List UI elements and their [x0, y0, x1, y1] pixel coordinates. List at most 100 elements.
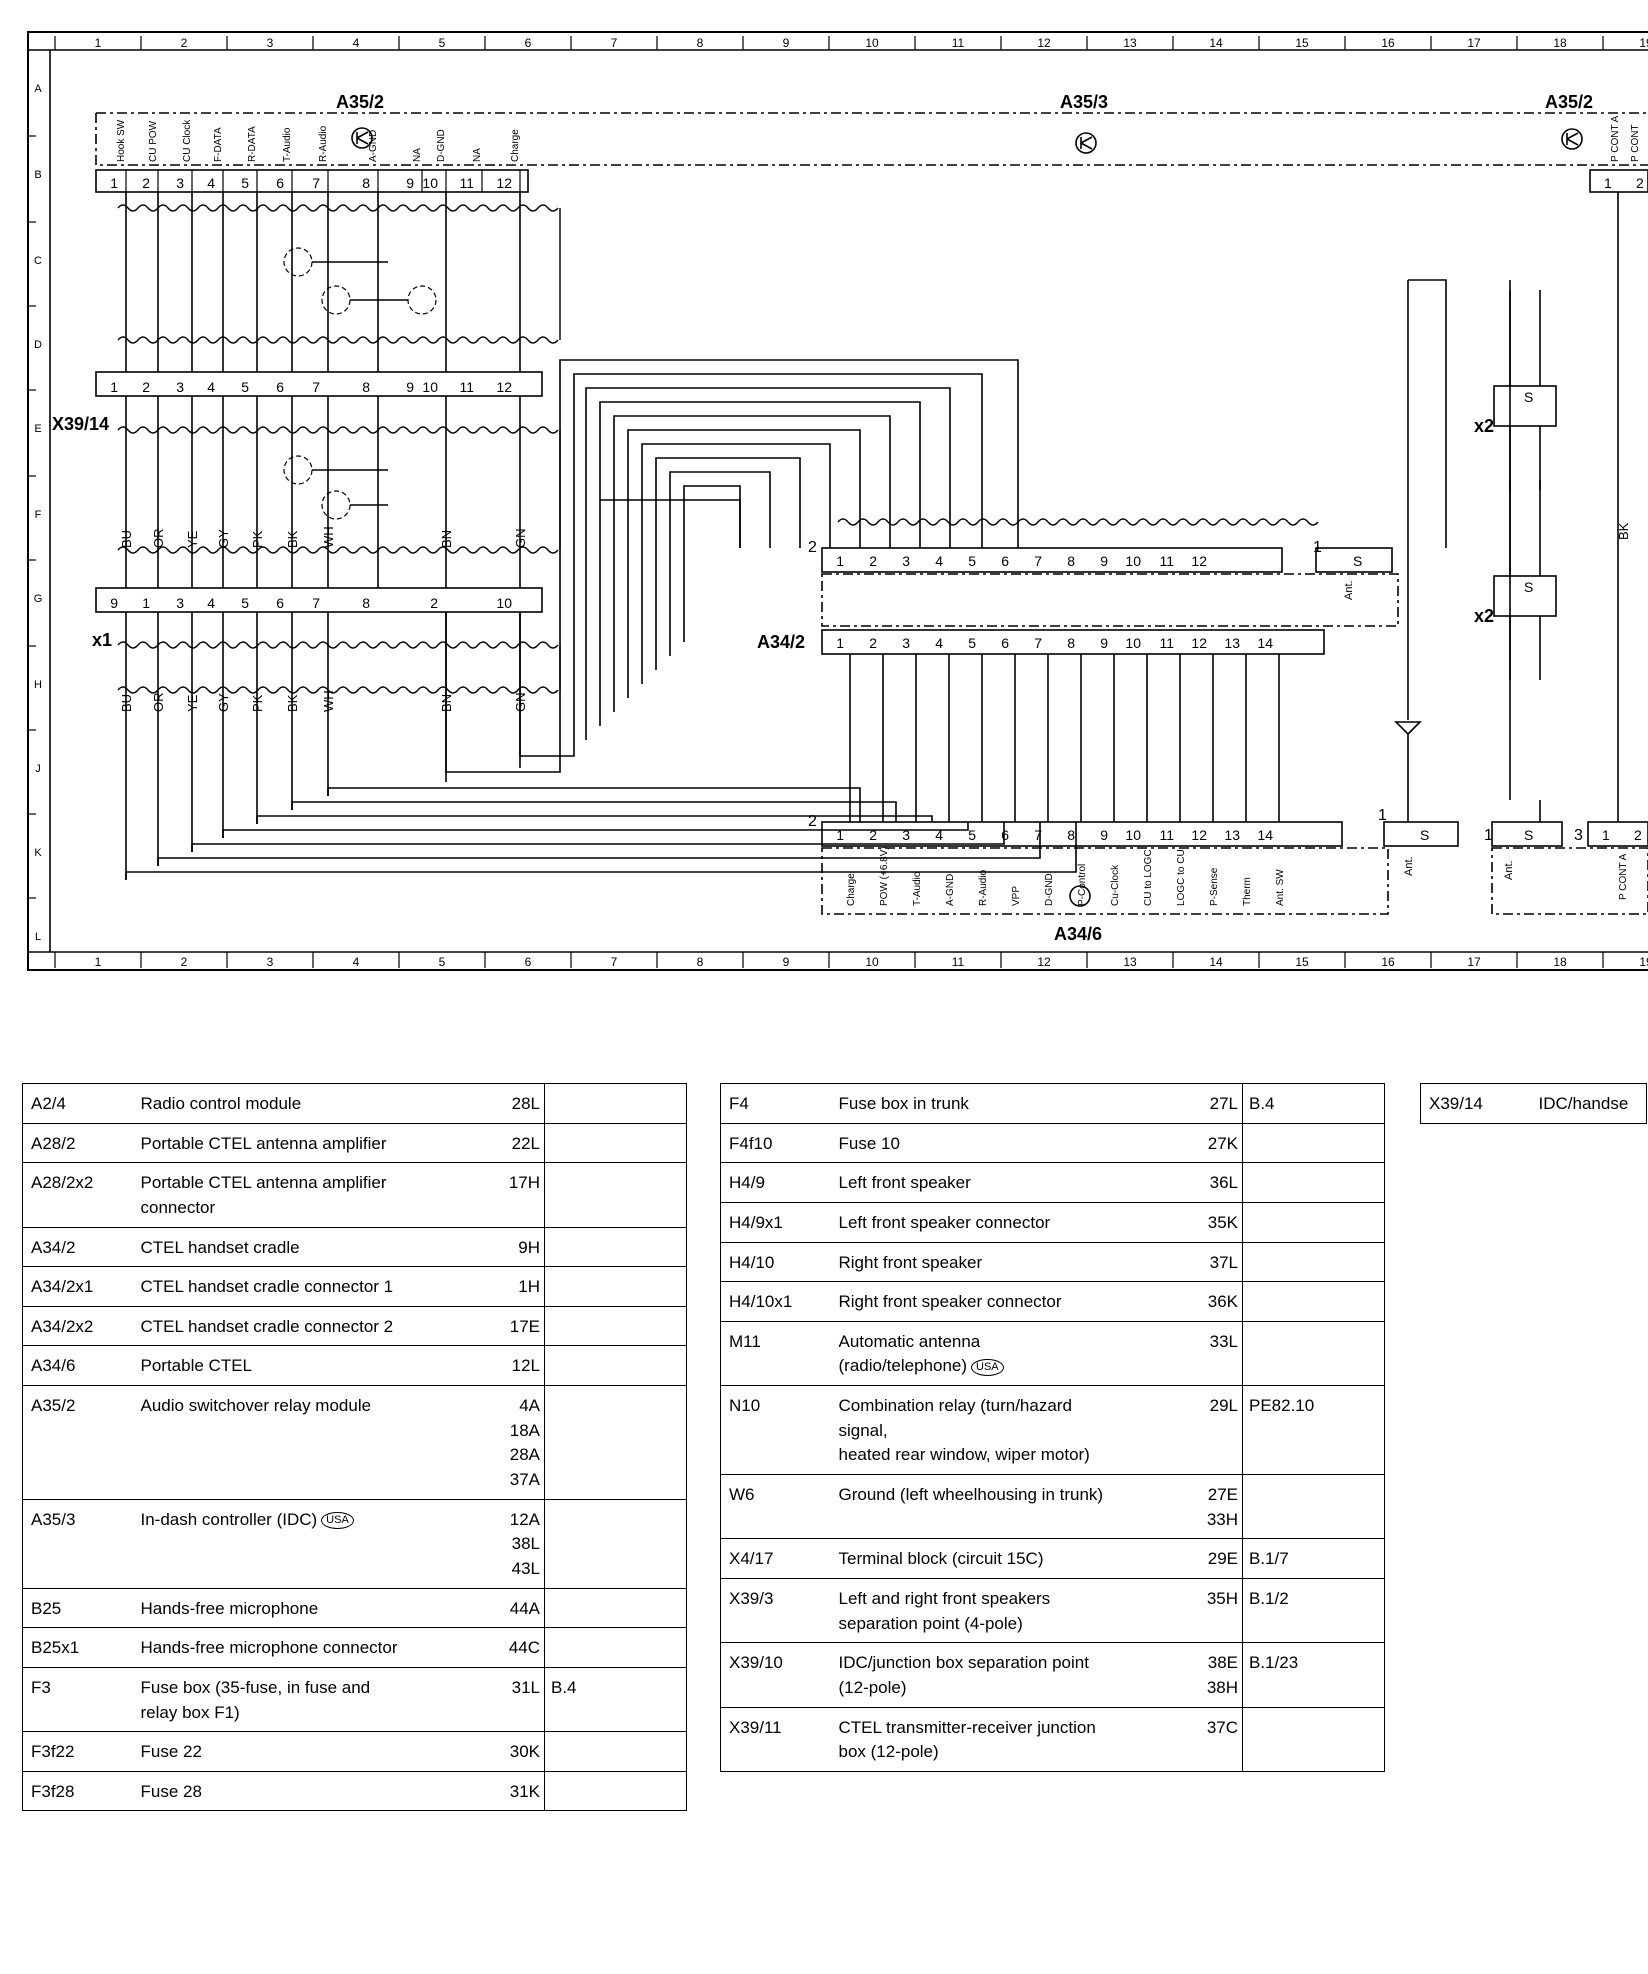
pin-number: 6: [1001, 553, 1009, 569]
legend-description-text: Right front speaker connector: [838, 1292, 1062, 1312]
grid-column-label: 7: [611, 36, 618, 50]
legend-location: 1H: [464, 1266, 545, 1307]
legend-location: 4A 18A 28A 37A: [464, 1385, 545, 1500]
pin-number: 2: [1636, 175, 1644, 191]
legend-description-text: Fuse box in trunk: [838, 1094, 969, 1113]
pin-number: 14: [1257, 827, 1273, 843]
legend-description-text: Radio control module: [140, 1094, 302, 1113]
shield-label: S: [1524, 579, 1533, 595]
wire-color-label: PK: [250, 530, 265, 548]
grid-column-label: 5: [439, 955, 446, 969]
pin-number: 3: [176, 379, 184, 395]
wire-color-label: WH: [321, 690, 336, 712]
legend-location: 9H: [464, 1226, 545, 1268]
legend-reference: B.1/23: [1242, 1642, 1385, 1708]
grid-column-label: 17: [1467, 36, 1481, 50]
pin-number: 11: [1159, 553, 1174, 569]
a35-2-pin-label: D-GND: [436, 129, 447, 162]
legend-description: CTEL handset cradle connector 2: [134, 1305, 465, 1347]
legend-description-text: Fuse box (35-fuse, in fuse and relay box…: [140, 1677, 371, 1722]
pin-number: 5: [968, 827, 976, 843]
grid-column-label: 8: [697, 36, 704, 50]
legend-description: Terminal block (circuit 15C): [832, 1538, 1173, 1579]
connector-number: 2: [808, 539, 817, 556]
legend-location: 44C: [464, 1627, 545, 1668]
component-label: x2: [1474, 416, 1494, 436]
pin-number: 7: [312, 175, 320, 191]
grid-column-label: 4: [353, 955, 360, 969]
legend-reference: [544, 1345, 687, 1387]
legend-reference: B.4: [544, 1666, 687, 1733]
grid-column-label: 14: [1209, 36, 1223, 50]
legend-reference: [1242, 1162, 1385, 1203]
pin-number: 5: [968, 635, 976, 651]
legend-location: 29E: [1172, 1538, 1243, 1579]
a34-6-pin-label: Therm: [1242, 877, 1253, 906]
legend-code: A34/2x1: [22, 1266, 135, 1307]
pin-number: 1: [110, 379, 118, 395]
legend-description: Hands-free microphone: [134, 1587, 465, 1629]
legend-code: A34/6: [22, 1345, 135, 1387]
legend-code: X39/3: [720, 1577, 833, 1644]
wire-color-label: GN: [513, 529, 528, 549]
legend-description-text: Portable CTEL: [140, 1356, 253, 1376]
pin-number: 9: [406, 175, 414, 191]
legend-code: A2/4: [22, 1083, 135, 1124]
legend-description: Radio control module: [134, 1083, 465, 1124]
legend-location: 17H: [464, 1162, 545, 1228]
legend-code: N10: [720, 1385, 833, 1476]
grid-row-label: F: [35, 509, 42, 521]
legend-description: CTEL transmitter-receiver junction box (…: [832, 1706, 1173, 1772]
legend-location: 27E 33H: [1172, 1474, 1243, 1540]
pin-number: 8: [362, 175, 370, 191]
grid-column-label: 11: [952, 955, 965, 969]
wire-color-label: BK: [285, 694, 300, 712]
pin-number: 7: [1034, 553, 1042, 569]
pin-number: 7: [312, 595, 320, 611]
pin-number: 6: [1001, 827, 1009, 843]
pin-number: 4: [207, 595, 215, 611]
grid-row-label: D: [34, 339, 42, 351]
shield-label: S: [1420, 827, 1429, 843]
legend-location: 12L: [464, 1345, 545, 1387]
wire-color-label: YE: [185, 694, 200, 712]
wire-color-label: BU: [119, 530, 134, 548]
legend-description-text: Combination relay (turn/hazard signal, h…: [838, 1396, 1090, 1465]
pin-number: 9: [406, 379, 414, 395]
wire-color-label: PK: [250, 694, 265, 712]
legend-description: Fuse box in trunk: [832, 1083, 1173, 1124]
pin-number: 1: [1602, 827, 1610, 843]
pin-number: 4: [935, 635, 943, 651]
pin-number: 12: [496, 175, 512, 191]
legend-reference: [1242, 1281, 1385, 1322]
a35-2-right-pin-label: P CONT: [1630, 124, 1641, 162]
pin-number: 9: [1100, 553, 1108, 569]
legend-reference: [544, 1731, 687, 1772]
component-label: A34/6: [1054, 924, 1102, 944]
legend-description: IDC/handse: [1532, 1083, 1647, 1124]
pin-number: 10: [422, 175, 438, 191]
legend-reference: [1242, 1320, 1385, 1387]
pin-number: 4: [207, 175, 215, 191]
grid-column-label: 15: [1295, 36, 1309, 50]
grid-column-label: 1: [95, 955, 102, 969]
legend-location: 37C: [1172, 1706, 1243, 1772]
grid-row-label: G: [34, 593, 43, 605]
legend-reference: B.4: [1242, 1083, 1385, 1124]
pin-number: 11: [459, 379, 474, 395]
legend-location: 31K: [464, 1770, 545, 1812]
